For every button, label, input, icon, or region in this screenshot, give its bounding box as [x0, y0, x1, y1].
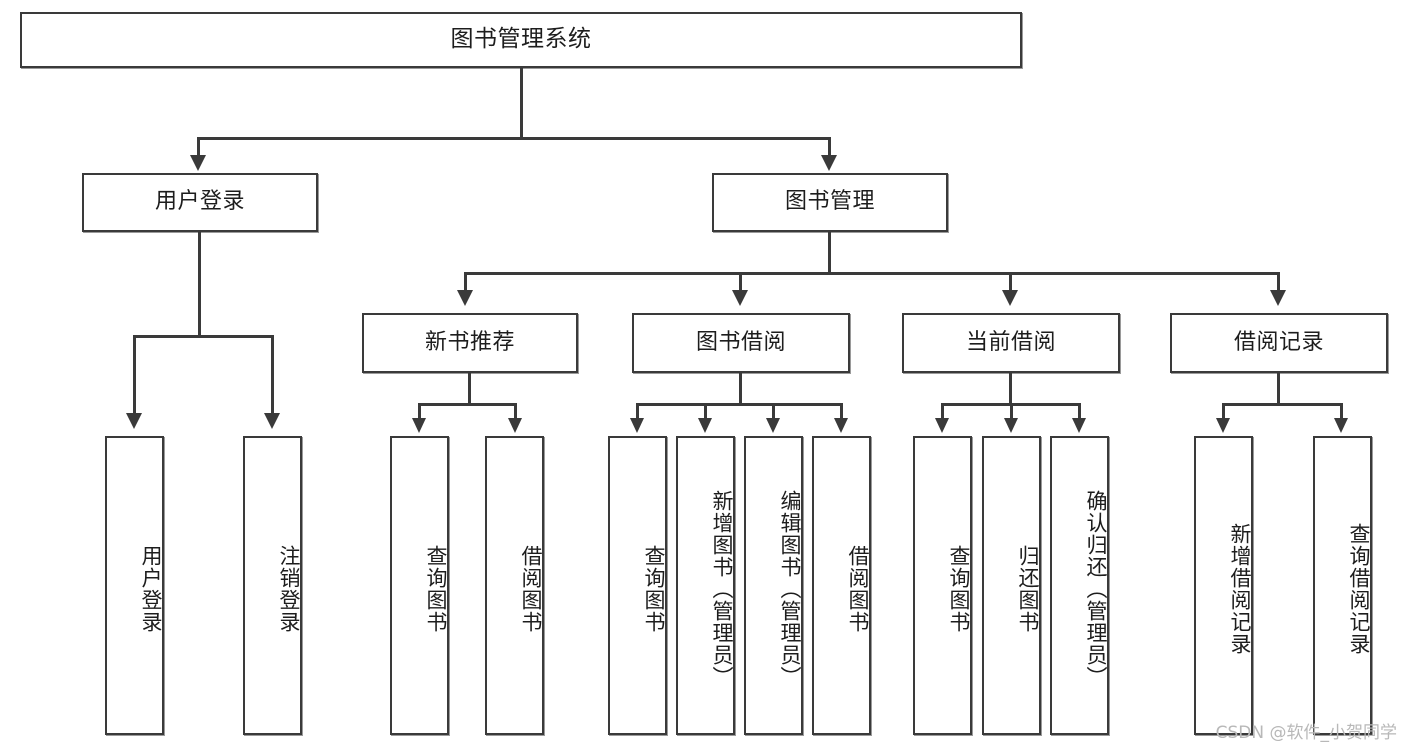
node-label: 新书推荐 — [424, 329, 515, 355]
connector-bm-drop-borrow-record — [1277, 272, 1280, 292]
connector-current-borrow-drop-3 — [1078, 403, 1081, 420]
node-label: 借阅图书 — [846, 544, 870, 633]
arrowhead-root-to-book-management — [821, 155, 837, 171]
node-label: 借阅记录 — [1233, 329, 1324, 355]
connector-root-to-book-management — [828, 137, 831, 157]
arrowhead-current-borrow-leaf-2 — [1004, 418, 1018, 433]
node-current-borrow[interactable]: 当前借阅 — [902, 313, 1120, 373]
arrowhead-current-borrow-leaf-1 — [935, 418, 949, 433]
arrowhead-current-borrow-leaf-3 — [1072, 418, 1086, 433]
connector-user-login-drop-1 — [133, 335, 136, 415]
leaf-borrow-record-add-record[interactable]: 新增借阅记录 — [1194, 436, 1253, 735]
node-label: 查询借阅记录 — [1347, 522, 1371, 655]
connector-book-borrow-drop-4 — [840, 403, 843, 420]
connector-book-borrow-stem — [739, 373, 742, 405]
connector-new-book-stem — [468, 373, 471, 405]
connector-book-borrow-drop-3 — [772, 403, 775, 420]
node-root-book-management-system[interactable]: 图书管理系统 — [20, 12, 1022, 68]
leaf-book-borrow-edit-book-admin[interactable]: 编辑图书（管理员） — [744, 436, 803, 735]
arrowhead-book-borrow-leaf-1 — [630, 418, 644, 433]
connector-borrow-record-stem — [1277, 373, 1280, 405]
arrowhead-user-login-leaf-1 — [126, 413, 142, 429]
connector-root-bus — [197, 137, 831, 140]
connector-user-login-stem — [198, 232, 201, 337]
connector-book-borrow-drop-2 — [704, 403, 707, 420]
node-label: 查询图书 — [424, 544, 448, 633]
node-label: 图书借阅 — [695, 329, 786, 355]
connector-book-management-stem — [828, 232, 831, 274]
node-borrow-record[interactable]: 借阅记录 — [1170, 313, 1388, 373]
arrowhead-new-book-leaf-1 — [412, 418, 426, 433]
node-user-login[interactable]: 用户登录 — [82, 173, 318, 232]
connector-new-book-drop-2 — [514, 403, 517, 420]
leaf-book-borrow-add-book-admin[interactable]: 新增图书（管理员） — [676, 436, 735, 735]
node-new-book-recommend[interactable]: 新书推荐 — [362, 313, 578, 373]
connector-borrow-record-drop-2 — [1340, 403, 1343, 420]
connector-bm-drop-new-book — [464, 272, 467, 292]
node-label: 查询图书 — [947, 544, 971, 633]
leaf-user-login[interactable]: 用户登录 — [105, 436, 164, 735]
arrowhead-new-book-recommend — [457, 290, 473, 306]
connector-bm-drop-current-borrow — [1009, 272, 1012, 292]
node-label: 用户登录 — [154, 189, 245, 215]
arrowhead-new-book-leaf-2 — [508, 418, 522, 433]
leaf-new-book-query-book[interactable]: 查询图书 — [390, 436, 449, 735]
connector-current-borrow-stem — [1009, 373, 1012, 405]
node-label: 新增借阅记录 — [1228, 522, 1252, 655]
arrowhead-borrow-record-leaf-2 — [1334, 418, 1348, 433]
arrowhead-root-to-user-login — [190, 155, 206, 171]
leaf-current-borrow-query-book[interactable]: 查询图书 — [913, 436, 972, 735]
arrowhead-book-borrow-leaf-3 — [766, 418, 780, 433]
arrowhead-borrow-record — [1270, 290, 1286, 306]
node-label: 归还图书 — [1016, 544, 1040, 633]
node-book-borrow[interactable]: 图书借阅 — [632, 313, 850, 373]
connector-book-management-bus — [464, 272, 1278, 275]
connector-new-book-drop-1 — [418, 403, 421, 420]
leaf-new-book-borrow-book[interactable]: 借阅图书 — [485, 436, 544, 735]
leaf-book-borrow-query-book[interactable]: 查询图书 — [608, 436, 667, 735]
connector-current-borrow-drop-2 — [1010, 403, 1013, 420]
connector-user-login-drop-2 — [271, 335, 274, 415]
connector-new-book-bus — [418, 403, 517, 406]
node-label: 图书管理系统 — [450, 26, 592, 53]
node-label: 借阅图书 — [519, 544, 543, 633]
connector-root-stem — [520, 68, 523, 139]
connector-borrow-record-drop-1 — [1222, 403, 1225, 420]
leaf-current-borrow-confirm-return-admin[interactable]: 确认归还（管理员） — [1050, 436, 1109, 735]
leaf-current-borrow-return-book[interactable]: 归还图书 — [982, 436, 1041, 735]
arrowhead-book-borrow — [732, 290, 748, 306]
node-label: 图书管理 — [784, 189, 875, 215]
arrowhead-user-login-leaf-2 — [264, 413, 280, 429]
node-label: 查询图书 — [642, 544, 666, 633]
node-label: 新增图书（管理员） — [710, 489, 734, 688]
connector-book-borrow-drop-1 — [636, 403, 639, 420]
connector-borrow-record-bus — [1222, 403, 1342, 406]
connector-root-to-user-login — [197, 137, 200, 157]
node-label: 注销登录 — [277, 544, 301, 633]
connector-user-login-bus — [133, 335, 272, 338]
arrowhead-current-borrow — [1002, 290, 1018, 306]
arrowhead-book-borrow-leaf-4 — [834, 418, 848, 433]
leaf-user-logout[interactable]: 注销登录 — [243, 436, 302, 735]
arrowhead-book-borrow-leaf-2 — [698, 418, 712, 433]
leaf-book-borrow-borrow-book[interactable]: 借阅图书 — [812, 436, 871, 735]
connector-bm-drop-book-borrow — [739, 272, 742, 292]
node-label: 编辑图书（管理员） — [778, 489, 802, 688]
node-label: 用户登录 — [139, 544, 163, 633]
connector-current-borrow-drop-1 — [941, 403, 944, 420]
node-label: 确认归还（管理员） — [1084, 489, 1108, 688]
node-label: 当前借阅 — [965, 329, 1056, 355]
arrowhead-borrow-record-leaf-1 — [1216, 418, 1230, 433]
connector-book-borrow-bus — [636, 403, 843, 406]
node-book-management[interactable]: 图书管理 — [712, 173, 948, 232]
leaf-borrow-record-query-record[interactable]: 查询借阅记录 — [1313, 436, 1372, 735]
